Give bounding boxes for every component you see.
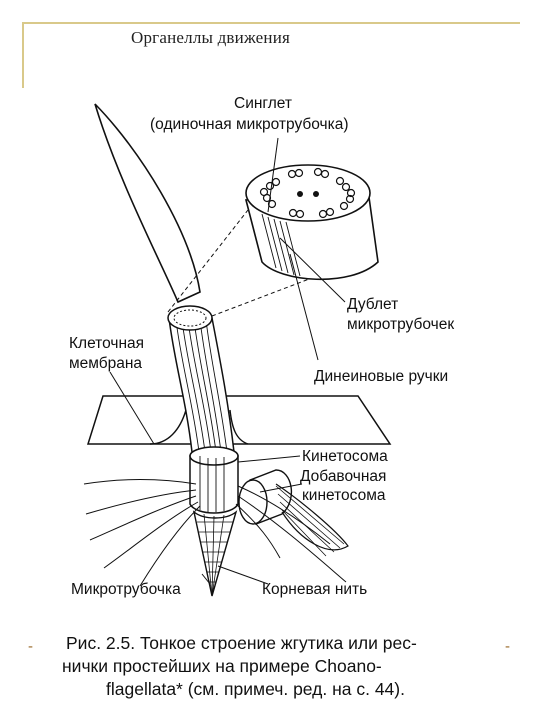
caption-line-2: нички простейших на примере Choano-	[62, 656, 382, 676]
membrane-collar	[149, 409, 187, 445]
root-fiber-cone	[192, 510, 238, 597]
projection-line	[167, 209, 249, 313]
accessory-root-fan	[275, 485, 345, 557]
root-fiber-striations	[197, 513, 233, 597]
cytoplasmic-microtubules	[83, 479, 347, 587]
label-microtubule: Микротрубочка	[71, 581, 181, 598]
axoneme-top-face	[245, 164, 371, 222]
leader-lines	[109, 137, 346, 585]
cell-membrane-plane	[86, 395, 392, 445]
axoneme-microtubules	[175, 319, 228, 453]
cylinder-side-tubules	[261, 213, 301, 277]
central-singlets	[297, 191, 319, 197]
label-doublet: Дублет	[347, 296, 398, 313]
label-membrane-detail: мембрана	[69, 355, 142, 372]
label-accessory-kinetosome-detail: кинетосома	[302, 487, 386, 504]
flagellum-tip	[94, 103, 201, 304]
label-dynein-arms: Динеиновые ручки	[314, 368, 448, 385]
microtubule-doublets	[259, 167, 356, 219]
caption-line-1: Рис. 2.5. Тонкое строение жгутика или ре…	[66, 633, 417, 653]
label-membrane: Клеточная	[69, 335, 144, 352]
label-singlet: Синглет	[234, 95, 292, 112]
label-accessory-kinetosome: Добавочная	[300, 468, 386, 485]
frame-line-top	[22, 22, 520, 24]
caption-line-3: flagellata* (см. примеч. ред. на с. 44).	[106, 679, 405, 699]
label-root-fiber: Корневая нить	[262, 581, 367, 598]
bullet-left: -	[28, 638, 33, 655]
slide-title: Органеллы движения	[131, 28, 291, 47]
bullet-right: -	[505, 638, 510, 655]
figure-caption: Рис. 2.5. Тонкое строение жгутика или ре…	[62, 632, 482, 701]
frame-line-left	[22, 22, 24, 88]
label-singlet-detail: (одиночная микротрубочка)	[150, 116, 349, 133]
label-doublet-detail: микротрубочек	[347, 316, 454, 333]
label-kinetosome: Кинетосома	[302, 448, 388, 465]
kinetosome-body	[189, 455, 239, 514]
